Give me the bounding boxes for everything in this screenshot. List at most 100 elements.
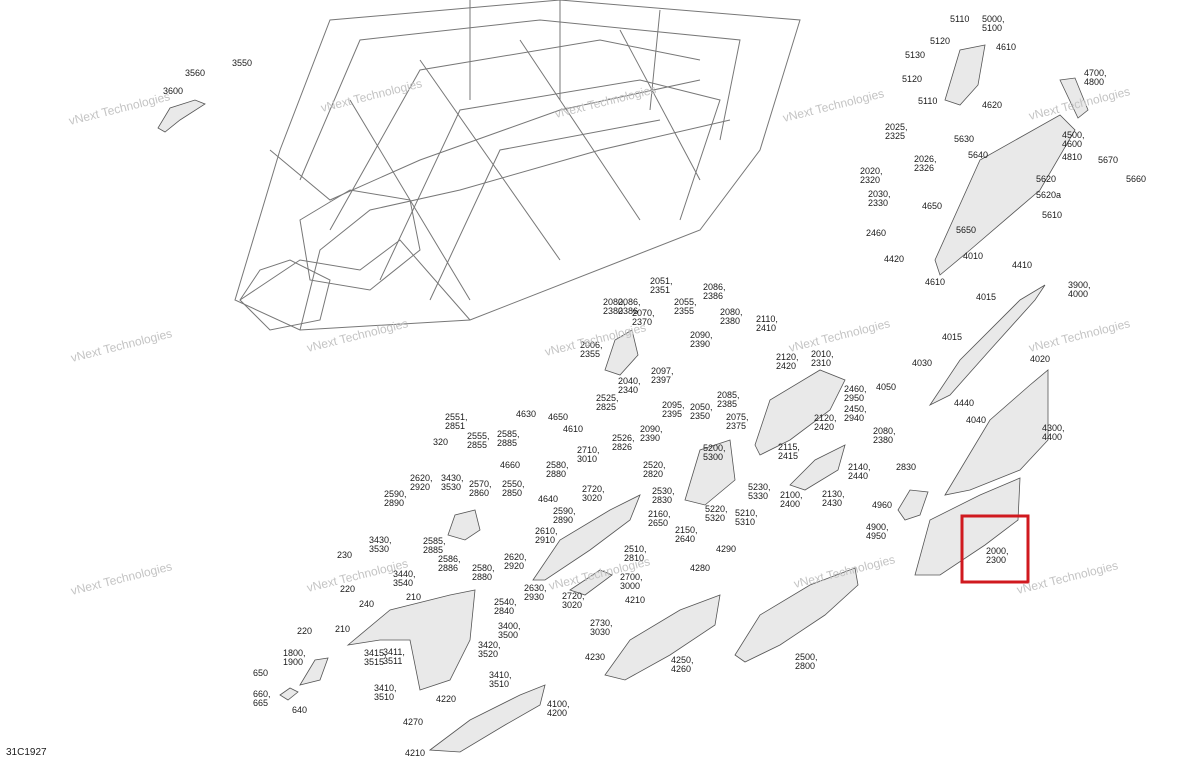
callout-label: 5000,5100: [982, 14, 1005, 33]
callout-label: 5110: [918, 96, 937, 106]
callout-label: 3410,3510: [489, 670, 512, 689]
callout-label: 2090,2390: [690, 330, 713, 349]
watermark-text: vNext Technologies: [319, 76, 423, 115]
callout-label: 320: [433, 437, 448, 447]
callout-label: 2530,2830: [652, 486, 675, 505]
callout-label: 3410,3510: [374, 683, 397, 702]
callout-label: 4250,4260: [671, 655, 694, 674]
callout-label: 4610: [996, 42, 1016, 52]
part-2010: [754, 369, 846, 456]
part-4100: [428, 684, 546, 753]
part-2500: [734, 567, 859, 663]
callout-label: 4640: [538, 494, 558, 504]
watermark-text: vNext Technologies: [69, 559, 173, 598]
callout-label: 5120: [902, 74, 922, 84]
callout-label: 4100,4200: [547, 699, 570, 718]
callout-label: 3600: [163, 86, 183, 96]
callout-label: 660,665: [253, 689, 271, 708]
callout-label: 3400,3500: [498, 621, 521, 640]
callout-label: 2520,2820: [643, 460, 666, 479]
part-1800: [299, 657, 329, 686]
callout-label: 2160,2650: [648, 509, 671, 528]
callout-label: 2580,2880: [546, 460, 569, 479]
callout-label: 2100,2400: [780, 490, 803, 509]
callout-label: 5220,5320: [705, 504, 728, 523]
callout-label: 5130: [905, 50, 925, 60]
callout-label: 4660: [500, 460, 520, 470]
callout-label: 4410: [1012, 260, 1032, 270]
callout-label: 2730,3030: [590, 618, 613, 637]
callout-label: 4650: [548, 412, 568, 422]
callout-label: 2030,2330: [868, 189, 891, 208]
callout-label: 5640: [968, 150, 988, 160]
callout-label: 2610,2910: [535, 526, 558, 545]
part-5200: [684, 439, 736, 506]
callout-label: 4960: [872, 500, 892, 510]
highlighted-callout-label: 2000,2300: [986, 546, 1009, 565]
callout-label: 5200,5300: [703, 443, 726, 462]
part-5000: [944, 44, 986, 106]
callout-label: 3415,3515: [364, 648, 387, 667]
highlight-box: [960, 514, 1030, 584]
callout-label: 3411,3511: [383, 647, 405, 666]
callout-label: 4900,4950: [866, 522, 889, 541]
callout-label: 5670: [1098, 155, 1118, 165]
callout-label: 2115,2415: [778, 442, 800, 461]
part-2000-panel: [914, 477, 1021, 576]
callout-label: 3900,4000: [1068, 280, 1091, 299]
callout-label: 2630,2930: [524, 583, 547, 602]
watermark-text: vNext Technologies: [1027, 316, 1131, 355]
callout-label: 2070,2370: [632, 308, 655, 327]
callout-label: 4220: [436, 694, 456, 704]
callout-label: 4440: [954, 398, 974, 408]
watermark-text: vNext Technologies: [553, 82, 657, 121]
part-660: [279, 687, 299, 701]
callout-label: 4700,4800: [1084, 68, 1107, 87]
part-4300: [944, 369, 1049, 496]
callout-label: 2085,2385: [717, 390, 740, 409]
callout-label: 2080,2380: [603, 297, 626, 316]
part-3430: [447, 509, 481, 541]
callout-label: 4040: [966, 415, 986, 425]
callout-label: 2110,2410: [756, 314, 778, 333]
callout-label: 2830: [896, 462, 916, 472]
callout-label: 1800,1900: [283, 648, 306, 667]
callout-label: 2051,2351: [650, 276, 673, 295]
callout-label: 2720,3020: [582, 484, 605, 503]
callout-label: 230: [337, 550, 352, 560]
callout-label: 2570,2860: [469, 479, 492, 498]
callout-label: 2120,2420: [776, 352, 799, 371]
vehicle-frame: [234, 0, 801, 331]
watermark-text: vNext Technologies: [781, 86, 885, 125]
callout-label: 4810: [1062, 152, 1082, 162]
callout-label: 4290: [716, 544, 736, 554]
callout-label: 2550,2850: [502, 479, 525, 498]
callout-label: 210: [406, 592, 421, 602]
part-4500: [934, 114, 1076, 276]
callout-label: 2460,2950: [844, 384, 867, 403]
callout-label: 5110: [950, 14, 969, 24]
callout-label: 3430,3530: [441, 473, 464, 492]
callout-label: 2075,2375: [726, 412, 749, 431]
callout-label: 640: [292, 705, 307, 715]
callout-label: 5620a: [1036, 190, 1061, 200]
callout-label: 2026,2326: [914, 154, 937, 173]
part-3900: [928, 284, 1046, 407]
callout-label: 5610: [1042, 210, 1062, 220]
callout-label: 4270: [403, 717, 423, 727]
part-2510: [532, 494, 641, 581]
callout-label: 2050,2350: [690, 402, 713, 421]
callout-label: 2055,2355: [674, 297, 697, 316]
watermark-text: vNext Technologies: [1015, 558, 1119, 597]
callout-label: 650: [253, 668, 268, 678]
callout-label: 220: [297, 626, 312, 636]
callout-label: 2080,2380: [720, 307, 743, 326]
callout-label: 2020,2320: [860, 166, 883, 185]
callout-label: 2510,2810: [624, 544, 647, 563]
callout-label: 2025,2325: [885, 122, 908, 141]
callout-label: 2450,2940: [844, 404, 867, 423]
callout-label: 2555,2855: [467, 431, 490, 450]
callout-label: 2500,2800: [795, 652, 818, 671]
callout-label: 2080,2380: [873, 426, 896, 445]
